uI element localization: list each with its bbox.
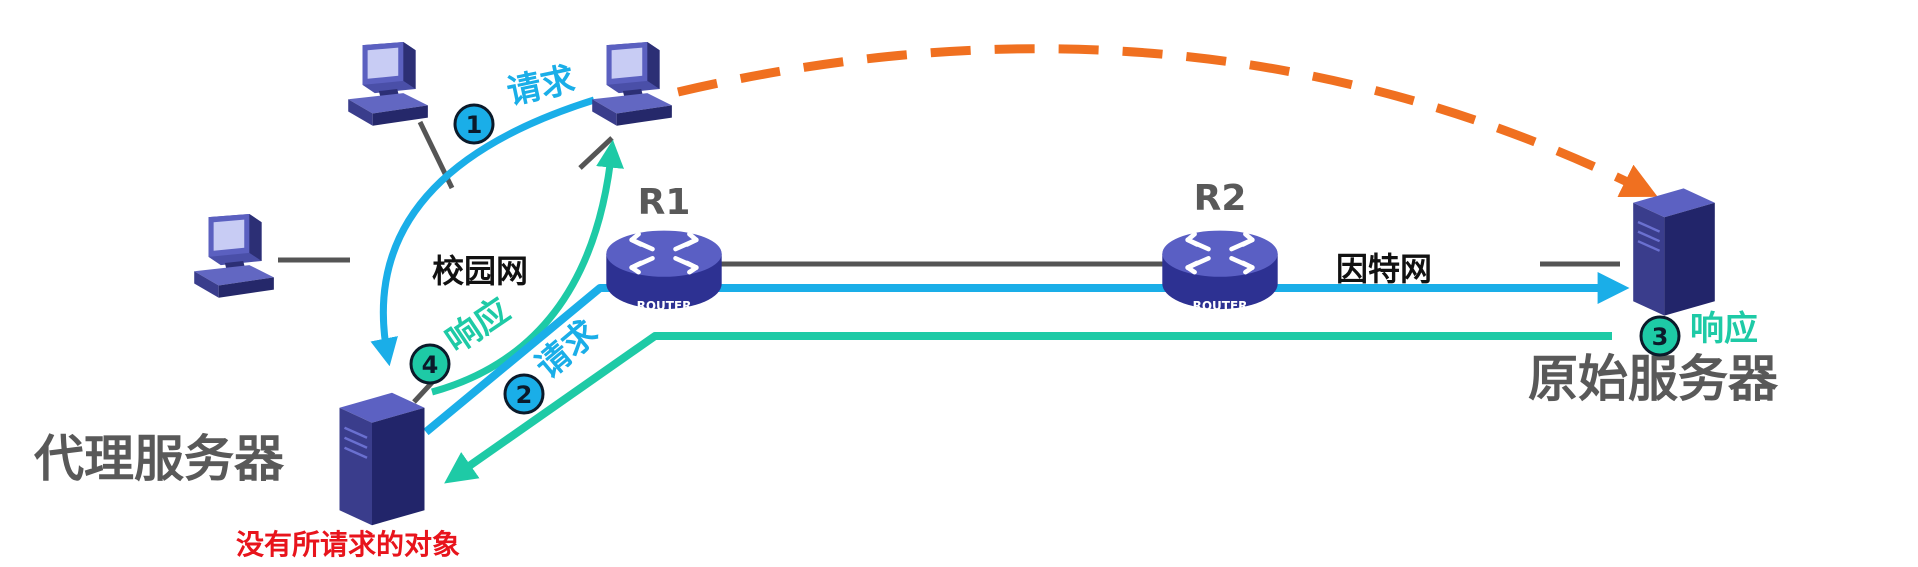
response-arrow-3 xyxy=(444,332,1612,484)
step-3: 3 响应 xyxy=(1639,309,1758,357)
client-pc-top-right xyxy=(592,42,672,126)
campus-network-label: 校园网 xyxy=(432,252,528,290)
client-pc-left xyxy=(194,214,274,298)
step-3-text: 响应 xyxy=(1690,309,1758,349)
proxy-server-icon xyxy=(338,391,426,527)
router-r1-caption: ROUTER xyxy=(637,299,692,313)
step-1-number: 1 xyxy=(466,111,483,139)
proxy-server-label: 代理服务器 xyxy=(33,430,285,488)
step-2-badge xyxy=(503,373,545,415)
client-pc-top-left xyxy=(348,42,428,126)
origin-server-label: 原始服务器 xyxy=(1528,350,1779,408)
router-r2-label: R2 xyxy=(1194,178,1247,219)
step-1-badge xyxy=(453,103,495,145)
request-arrow-2 xyxy=(423,272,1630,436)
step-1-text: 请求 xyxy=(504,60,579,113)
step-3-number: 3 xyxy=(1652,323,1669,351)
internet-label: 因特网 xyxy=(1336,250,1432,288)
response-arrow-4 xyxy=(431,139,624,396)
router-r1-icon xyxy=(606,231,721,309)
direct-path-arrow xyxy=(676,44,1658,197)
step-4-number: 4 xyxy=(422,351,439,379)
router-r2-icon xyxy=(1162,231,1277,309)
step-2-number: 2 xyxy=(516,381,533,409)
origin-server-icon xyxy=(1631,187,1717,317)
router-r1-label: R1 xyxy=(638,182,691,223)
step-4-badge xyxy=(409,343,451,385)
cache-miss-note: 没有所请求的对象 xyxy=(236,528,460,561)
router-r2-caption: ROUTER xyxy=(1193,299,1248,313)
step-3-badge xyxy=(1639,315,1681,357)
step-4-text: 响应 xyxy=(439,290,518,361)
request-arrow-1 xyxy=(370,96,596,367)
